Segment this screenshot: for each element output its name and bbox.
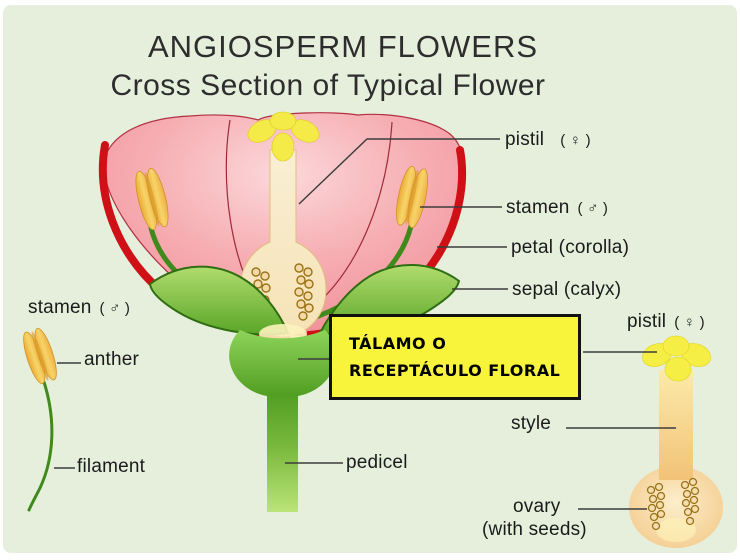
receptacle [229,330,336,398]
label-pistil: pistil ( ♀ ) [505,129,591,151]
label-ovary-note: (with seeds) [482,519,587,540]
isolated-stigma [642,335,711,382]
isolated-anther [23,327,57,385]
label-pistil-detail-symbol: ( ♀ ) [674,314,705,331]
petal-fold-right [309,121,393,311]
flower-cross-section [98,111,467,512]
receptacle-callout: TÁLAMO O RECEPTÁCULO FLORAL [329,314,581,400]
stigma [247,111,320,162]
label-pedicel: pedicel [346,452,408,473]
subtitle: Cross Section of Typical Flower [110,69,546,102]
isolated-ovary-glow [656,518,696,542]
leader-pistil [298,138,500,205]
label-pistil-symbol: ( ♀ ) [560,132,591,149]
label-pistil-detail-text: pistil [627,311,667,332]
isolated-style [659,370,693,480]
label-stamen-text: stamen [506,197,570,218]
main-title: ANGIOSPERM FLOWERS [147,29,539,64]
isolated-ovules [646,477,700,531]
label-filament: filament [77,456,146,477]
label-stamen-detail-symbol: ( ♂ ) [99,300,131,317]
label-stamen-detail-heading: stamen ( ♂ ) [28,297,130,319]
receptacle-callout-line2: RECEPTÁCULO FLORAL [349,361,561,380]
isolated-stamen [23,327,57,512]
isolated-filament [27,380,54,512]
isolated-pistil [629,335,723,548]
label-style: style [511,413,552,434]
receptacle-callout-line1: TÁLAMO O [349,334,447,353]
anther-right [396,165,428,229]
label-stamen-symbol: ( ♂ ) [577,200,609,217]
label-stamen-detail-text: stamen [28,297,92,318]
label-pistil-text: pistil [505,129,545,150]
anther-left [135,167,169,231]
pedicel-stem [267,396,298,512]
label-ovary: ovary [513,496,561,517]
label-stamen: stamen ( ♂ ) [506,197,608,219]
label-pistil-detail-heading: pistil ( ♀ ) [627,311,705,333]
label-sepal: sepal (calyx) [512,279,622,300]
label-petal: petal (corolla) [511,237,630,258]
label-anther: anther [84,349,140,370]
leader-lines [54,138,676,510]
